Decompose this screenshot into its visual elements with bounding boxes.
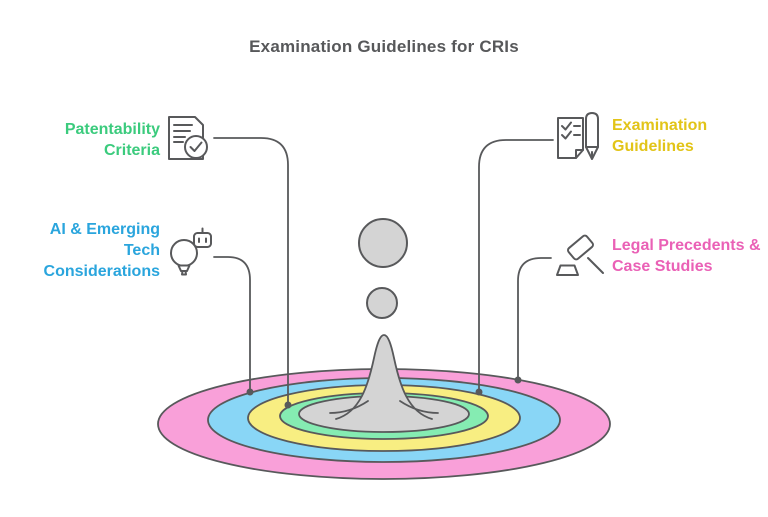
label-line: Guidelines: [612, 138, 694, 155]
splash-whiskers: [329, 400, 439, 414]
connector-dot-ai-tech: [246, 388, 254, 396]
connector-dot-legal: [514, 376, 522, 384]
droplet-large: [358, 218, 408, 268]
droplet-small: [366, 287, 398, 319]
falling-droplets: [358, 218, 408, 319]
connector-legal: [517, 257, 552, 381]
label-line: Case Studies: [612, 258, 713, 275]
gavel-icon: [556, 234, 604, 276]
connector-ai-tech: [213, 256, 251, 393]
label-examination-guidelines: Examination Guidelines: [612, 115, 707, 157]
splash-column-outline: [335, 334, 433, 420]
connector-examination: [478, 139, 554, 393]
label-line: Legal Precedents &: [612, 237, 761, 254]
splash-column: [336, 335, 432, 424]
label-line: Examination: [612, 117, 708, 134]
lightbulb-robot-icon: [170, 227, 212, 276]
label-line: Patentability: [64, 121, 160, 138]
diagram-title: Examination Guidelines for CRIs: [249, 37, 519, 56]
label-ai-emerging-tech: AI & Emerging Tech Considerations: [44, 219, 160, 282]
label-line: Tech: [123, 242, 160, 259]
connector-dot-patentability: [284, 401, 292, 409]
checklist-pen-icon: [557, 112, 599, 160]
label-line: AI & Emerging: [49, 221, 160, 238]
connector-dot-examination: [475, 388, 483, 396]
document-check-icon: [168, 116, 208, 160]
label-patentability-criteria: Patentability Criteria: [65, 119, 160, 161]
label-legal-precedents: Legal Precedents & Case Studies: [612, 235, 761, 277]
label-line: Considerations: [43, 263, 160, 280]
connector-patentability: [213, 137, 289, 406]
label-line: Criteria: [103, 142, 160, 159]
